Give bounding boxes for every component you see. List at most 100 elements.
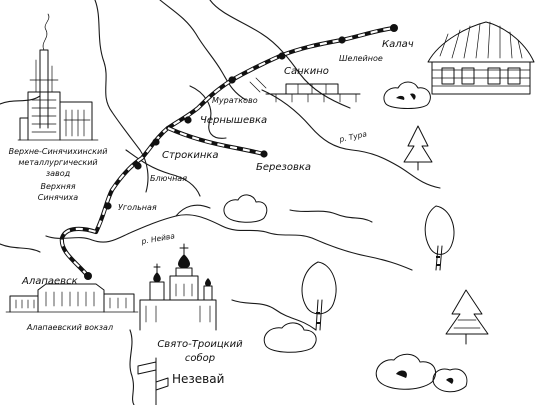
station-point-chernyshevka [184, 116, 192, 124]
station-points [84, 24, 398, 280]
bush-br-outline-1 [375, 353, 436, 390]
cathedral-main-body [169, 275, 199, 301]
cathedral-drum [175, 267, 193, 277]
cathedral-side-dome [205, 278, 211, 286]
signpost-illustration [137, 357, 169, 405]
house-window-1 [441, 67, 455, 85]
house-window-2 [461, 67, 475, 85]
station-point-strokinka [152, 138, 160, 146]
railway-track [59, 25, 397, 279]
vokzal-label: Алапаевский вокзал [26, 323, 113, 332]
label-berezovka: Березовка [256, 162, 311, 173]
spruce-bottom-boughs [453, 319, 481, 329]
river-lower-left [0, 243, 41, 253]
cathedral-base [139, 299, 217, 331]
spruce-tree-bottom [445, 289, 489, 345]
bush-lower-middle [263, 322, 317, 353]
station-point-ugolnaya [104, 202, 112, 210]
bush-near-house [383, 81, 431, 109]
river-top-left [94, 0, 149, 193]
cathedral-windows [145, 283, 211, 323]
sobor-line-1: Свято-Троицкий [157, 339, 243, 350]
river-network [0, 0, 441, 405]
birch-mid-trunk [315, 299, 323, 331]
birch-tree-middle [301, 261, 337, 331]
river-bottom [129, 329, 135, 405]
factory-scaffold [29, 59, 59, 93]
bridge-bank-hatching [249, 77, 267, 93]
river-nejva-branch [175, 204, 211, 217]
station-point-alapaevsk [84, 272, 92, 280]
bridge-piers [275, 93, 357, 103]
birch-marks [436, 256, 440, 266]
bush-middle [223, 194, 268, 223]
zavod-line-4: Верхняя [40, 182, 75, 191]
bush-br-outline-2 [432, 368, 468, 393]
sobor-line-2: собор [185, 352, 215, 364]
zavod-line-2: металлургический [18, 158, 97, 167]
spruce-tree-right [403, 125, 433, 171]
house-roof [427, 21, 535, 63]
birch-mid-crown [301, 261, 337, 315]
bush-outline [383, 81, 431, 109]
station-wing-right [103, 293, 135, 313]
zavod-line-1: Верхне-Синячихинский [9, 147, 108, 156]
signpost-board-left [137, 361, 157, 375]
railway-ties [60, 26, 395, 277]
birch-tree-right [424, 205, 455, 271]
nezevaj-label: Незевай [172, 372, 224, 386]
station-point-shelejnoe [338, 36, 346, 44]
label-blyuchnaya: Блючная [150, 174, 187, 183]
station-point-berezovka [260, 150, 268, 158]
label-shelejnoe: Шелейное [339, 54, 383, 63]
house-logs [431, 69, 531, 87]
train-car-joints [297, 83, 327, 95]
bush-br-shading [396, 370, 454, 384]
birch-crown [424, 205, 455, 255]
label-river-nejva: р. Нейва [140, 231, 176, 246]
factory-illustration [17, 13, 99, 141]
house-window-3 [487, 67, 501, 85]
cathedral-tower-cross [153, 263, 161, 273]
label-alapaevsk: Алапаевск [21, 276, 78, 287]
label-kalach: Калач [382, 39, 414, 50]
factory-caption: Верхне-Синячихинский металлургический за… [9, 147, 108, 202]
factory-hall [59, 101, 93, 141]
bush-shading [396, 93, 416, 100]
railway-line [59, 25, 397, 279]
bush-middle-outline [223, 194, 268, 223]
label-sankino: Санкино [284, 66, 329, 77]
cathedral-illustration [139, 243, 217, 331]
factory-smoke [42, 13, 50, 51]
cathedral-main-dome [178, 254, 190, 268]
cathedral-bell-tower [149, 281, 165, 301]
house-roof-thatch [439, 21, 523, 59]
label-ugolnaya: Угольная [118, 203, 157, 212]
cathedral-tower-dome [153, 272, 161, 282]
zavod-line-3: завод [46, 169, 71, 178]
river-tura [261, 89, 441, 189]
house-illustration [427, 21, 535, 95]
station-windows [15, 291, 127, 309]
station-building-illustration [5, 283, 139, 313]
label-muratkovo: Муратково [212, 96, 258, 105]
river-east [289, 209, 373, 223]
birch-mid-marks [316, 312, 320, 324]
station-point-sankino [278, 52, 286, 60]
station-labels: Калач Шелейное Санкино Муратково Черныше… [21, 39, 414, 287]
signpost-board-right [155, 377, 169, 391]
label-strokinka: Строкинка [162, 150, 219, 161]
zavod-line-5: Синячиха [38, 193, 78, 202]
station-point-muratkovo [228, 76, 236, 84]
factory-tower-floors [31, 99, 57, 133]
river-curl [189, 85, 227, 139]
cathedral-side-chapel [203, 285, 213, 301]
label-chernyshevka: Чернышевка [200, 115, 267, 126]
factory-annex [19, 117, 29, 141]
bush-bottom-right [375, 353, 468, 393]
spruce-outline [403, 125, 433, 163]
river-upper-right [209, 0, 351, 109]
cathedral-caption: Свято-Троицкий собор [157, 339, 243, 364]
